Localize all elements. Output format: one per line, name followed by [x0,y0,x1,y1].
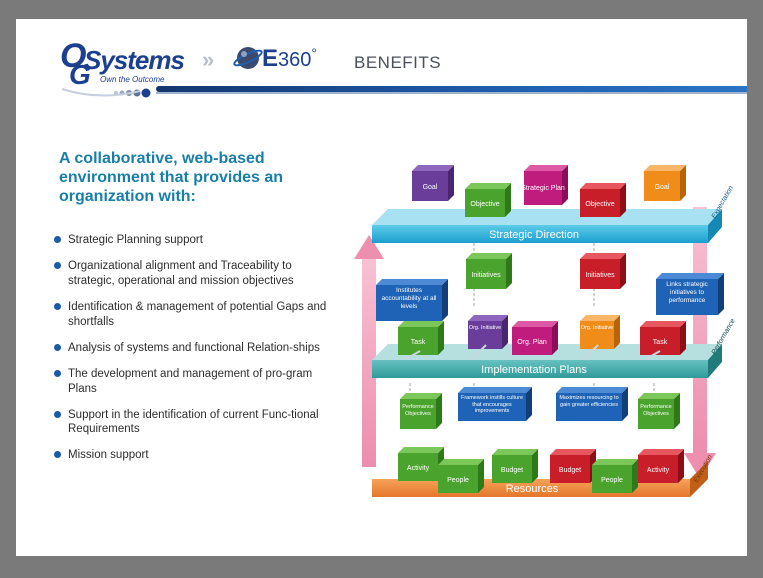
block-initiatives-2: Initiatives [580,253,626,289]
callout-text: Links strategic initiatives to performan… [666,281,708,304]
og-systems-logo: O G Systems Own the Outcome [60,37,200,98]
block-goal-2: Goal [644,165,686,201]
layer-label: Implementation Plans [481,364,587,376]
block-initiatives-1: Initiatives [466,253,512,289]
e360-letter: E [262,45,279,72]
e360-logo: E360° [262,45,317,73]
block-org-initiative-1: Org. Initiative [468,315,508,349]
block-label: Objective [470,201,499,208]
block-label: Activity [407,465,430,472]
e360-framework-diagram: Strategic Direction Expectation Goal Obj… [354,165,737,497]
block-budget-1: Budget [492,449,538,483]
benefit-list: Strategic Planning support Organizationa… [54,233,334,463]
bullet-dot-icon [54,451,61,459]
benefit-item: Identification & management of potential… [54,300,334,330]
callout-links-initiatives: Links strategic initiatives to performan… [656,273,724,315]
block-goal-1: Goal [412,165,454,201]
block-label: Initiatives [471,272,501,279]
side-label-performance: Performance [711,318,737,356]
benefit-item: Analysis of systems and functional Relat… [54,341,334,356]
block-label: Goal [655,184,670,191]
benefit-text: The development and management of pro-gr… [68,367,313,395]
callout-accountability: Institutes accountability at all levels [376,279,448,321]
benefit-item: Organizational alignment and Traceabilit… [54,259,334,289]
slide: O G Systems Own the Outcome » E360° BENE… [16,19,747,556]
layer-label: Strategic Direction [489,229,579,241]
block-label: Budget [501,467,523,474]
block-label: Org. Initiative [580,325,614,331]
block-label: Performance Objectives [640,404,672,417]
block-label: Budget [559,467,581,474]
cycle-arrow-left [354,235,384,467]
logo-tagline: Own the Outcome [100,75,165,84]
block-task-1: Task [398,321,444,355]
block-label: Performance Objectives [402,404,434,417]
benefit-item: The development and management of pro-gr… [54,367,334,397]
callout-text: Framework instills culture that encourag… [460,395,524,415]
block-label: Org. Plan [517,339,547,346]
block-org-initiative-2: Org. Initiative [580,315,620,349]
bullet-dot-icon [54,410,61,418]
block-label: Objective [585,201,614,208]
benefit-item: Mission support [54,448,334,463]
chevron-right-icon: » [202,47,214,72]
block-label: People [447,477,469,484]
bullet-dot-icon [54,343,61,351]
block-activity-1: Activity [398,447,444,481]
bullet-dot-icon [54,369,61,377]
benefit-text: Support in the identification of current… [68,408,319,436]
block-budget-2: Budget [550,449,596,483]
bullet-dot-icon [54,261,61,269]
e360-number: 360 [278,49,312,71]
logo-swoosh-icon [61,88,151,98]
layer-strategic-direction: Strategic Direction Expectation [372,185,735,243]
block-label: Org. Initiative [468,325,502,331]
block-label: Goal [423,184,438,191]
link-lines-mid [405,344,661,360]
callout-maximizes: Maximizes resourcing to gain greater eff… [556,387,628,421]
benefit-text: Analysis of systems and functional Relat… [68,341,320,354]
logo-letter-o: O [60,37,87,75]
headline: A collaborative, web-based environment t… [59,150,284,206]
bullet-dot-icon [54,302,61,310]
benefit-text: Organizational alignment and Traceabilit… [68,259,294,287]
callout-text: Institutes accountability at all levels [381,287,437,310]
e360-degree: ° [311,45,317,61]
block-objective-2: Objective [580,183,626,217]
section-title: BENEFITS [354,53,442,72]
block-label: People [601,477,623,484]
logo-letter-g: G [69,59,91,90]
block-org-plan: Org. Plan [512,321,558,355]
block-task-2: Task [640,321,686,355]
bullet-dot-icon [54,236,61,243]
benefit-text: Identification & management of potential… [68,300,327,328]
globe-icon [233,47,263,69]
block-performance-objectives-1: Performance Objectives [400,393,442,429]
block-label: Strategic Plan [521,185,565,192]
block-label: Initiatives [585,272,615,279]
callout-framework: Framework instills culture that encourag… [458,387,532,421]
block-performance-objectives-2: Performance Objectives [638,393,680,429]
block-label: Task [653,339,668,346]
block-people-1: People [438,459,484,493]
callout-text: Maximizes resourcing to gain greater eff… [559,395,619,408]
benefit-text: Strategic Planning support [68,234,203,246]
block-activity-2: Activity [638,449,684,483]
block-objective-1: Objective [465,183,511,217]
header-divider-line [156,92,747,94]
block-label: Activity [647,467,670,474]
block-strategic-plan: Strategic Plan [521,165,568,205]
header-divider-bar [156,86,747,92]
layer-label: Resources [506,483,559,495]
logo-systems-word: Systems [84,45,185,75]
benefit-item: Support in the identification of current… [54,408,334,438]
benefit-item: Strategic Planning support [54,233,334,248]
side-label-expectation: Expectation [711,185,735,220]
block-people-2: People [592,459,638,493]
block-label: Task [411,339,426,346]
benefit-text: Mission support [68,449,149,462]
cycle-arrow-right [684,207,716,479]
